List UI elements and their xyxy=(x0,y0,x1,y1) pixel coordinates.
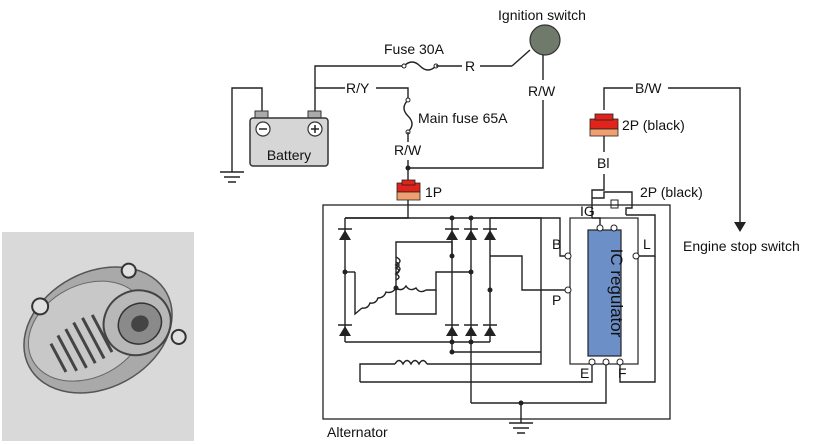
battery-label: Battery xyxy=(267,147,311,163)
connector-2p-top xyxy=(589,113,619,137)
battery-ground-wire xyxy=(220,87,263,183)
terminal-e-label: E xyxy=(580,365,589,381)
connector-2p-mid xyxy=(592,191,633,215)
wire-rw-bottom-label: R/W xyxy=(394,142,422,158)
minus-icon xyxy=(255,121,271,137)
wire-bl-label: Bl xyxy=(597,155,609,171)
ignition-switch-label: Ignition switch xyxy=(498,7,586,23)
stator-windings xyxy=(354,241,471,316)
alternator-photo xyxy=(2,232,194,441)
terminal-f-label: F xyxy=(618,365,627,381)
wire-rw-top-label: R/W xyxy=(528,83,556,99)
connector-1p xyxy=(396,179,421,201)
engine-stop-switch-label: Engine stop switch xyxy=(683,238,800,254)
connector-2p-mid-label: 2P (black) xyxy=(640,184,703,200)
engine-stop-wire xyxy=(603,87,746,232)
main-fuse-wire xyxy=(315,87,413,183)
terminal-ig-label: IG xyxy=(580,203,595,219)
ic-regulator: IC regulator xyxy=(564,217,640,366)
battery: Battery xyxy=(249,110,329,167)
plus-icon xyxy=(307,121,323,137)
fuse-30a-wire xyxy=(314,49,531,111)
alternator-box xyxy=(322,204,671,420)
wire-ry-label: R/Y xyxy=(346,80,370,96)
terminal-p-label: P xyxy=(552,292,561,308)
connector-1p-label: 1P xyxy=(425,184,442,200)
alternator-label: Alternator xyxy=(327,424,388,440)
terminal-l-label: L xyxy=(643,236,651,252)
ic-regulator-label: IC regulator xyxy=(607,249,626,338)
wire-r-label: R xyxy=(465,58,475,74)
ignition-rw-wire-lower xyxy=(408,100,544,169)
regulator-connections xyxy=(470,214,656,406)
main-fuse-label: Main fuse 65A xyxy=(418,110,508,126)
rectifier-bridge xyxy=(338,215,497,355)
connector-2p-top-label: 2P (black) xyxy=(622,117,685,133)
ignition-switch xyxy=(529,24,561,56)
wire-bw-label: B/W xyxy=(635,80,662,96)
terminal-b-label: B xyxy=(552,236,561,252)
fuse-30a-label: Fuse 30A xyxy=(384,41,445,57)
